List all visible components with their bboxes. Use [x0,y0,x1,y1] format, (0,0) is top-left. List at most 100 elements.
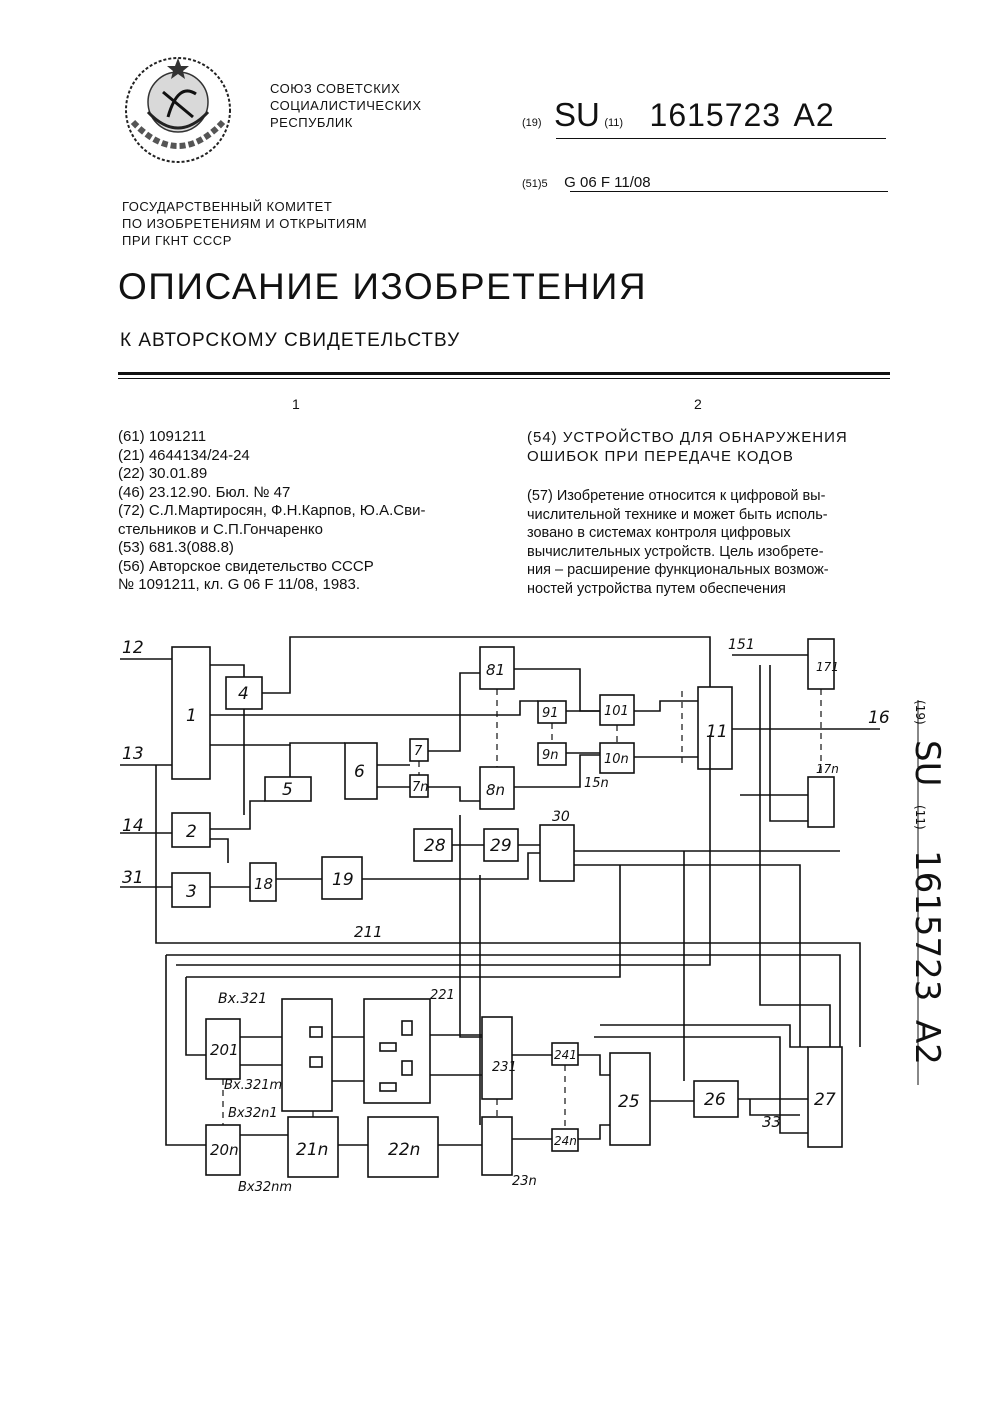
label-b1: 1 [186,706,197,726]
label-b11: 11 [706,722,728,742]
bib-line: (53) 681.3(088.8) [118,539,498,558]
abstract-line: зовано в системах контроля цифровых [527,524,891,543]
label-b24-1: 241 [554,1048,577,1062]
label-b6: 6 [354,762,365,782]
abstract-line: числительной технике и может быть исполь… [527,506,891,525]
label-in32-1: Вх.321 [218,991,267,1007]
label-b7-1: 7 [414,744,423,759]
block-21-1 [282,999,332,1111]
label-b21-n: 21n [296,1140,328,1160]
label-b20-n: 20n [210,1141,239,1159]
side-number: 1615723 [907,850,947,1001]
bib-line: (61) 1091211 [118,428,498,447]
committee-line: ПРИ ГКНТ СССР [122,232,367,249]
bib-line: (46) 23.12.90. Бюл. № 47 [118,484,498,503]
label-in32-nm: Вх32nm [238,1180,292,1195]
label-b20-1: 201 [210,1041,239,1059]
invention-title: (54) УСТРОЙСТВО ДЛЯ ОБНАРУЖЕНИЯ ОШИБОК П… [527,428,848,466]
label-b17-n: 17n [816,762,839,776]
side-patent-label: (19) SU (11) 1615723 A2 [894,700,974,1100]
side-country: SU [907,740,947,786]
label-b10-1: 101 [604,704,629,719]
country-code: SU [554,96,600,133]
label-b30: 30 [552,809,570,825]
block-22-1 [364,999,430,1103]
patent-kind: A2 [794,97,835,133]
union-line: СОЮЗ СОВЕТСКИХ [270,80,422,97]
document-subtitle: К АВТОРСКОМУ СВИДЕТЕЛЬСТВУ [120,330,460,352]
label-15-1: 151 [728,637,755,653]
block-17-n [808,777,834,827]
label-in32-n1: Вх32n1 [228,1106,278,1121]
ipc-code: G 06 F 11/08 [564,174,650,191]
label-b19: 19 [332,870,354,890]
label-b18: 18 [254,875,273,893]
label-b29: 29 [490,836,512,856]
label-b8-1: 81 [486,661,505,679]
block-30 [540,825,574,881]
label-b23-n: 23n [512,1174,537,1189]
patent-number: 1615723 [650,97,782,133]
label-b25: 25 [618,1092,640,1112]
label-b22-n: 22n [388,1140,420,1160]
block-23-n [482,1117,512,1175]
abstract-line: ностей устройства путем обеспечения [527,580,891,599]
ussr-emblem [108,52,248,172]
bib-line: стельников и С.П.Гончаренко [118,521,498,540]
document-title: ОПИСАНИЕ ИЗОБРЕТЕНИЯ [118,266,647,308]
union-line: РЕСПУБЛИК [270,114,422,131]
bib-line: (22) 30.01.89 [118,465,498,484]
separator-rule-bottom [118,378,890,379]
bibliography: (61) 1091211 (21) 4644134/24-24 (22) 30.… [118,428,498,595]
label-b21-1: 211 [354,923,383,941]
separator-rule-top [118,372,890,375]
label-15-n: 15n [584,776,609,791]
label-b3: 3 [186,882,197,902]
column-number-right: 2 [694,396,702,412]
label-b28: 28 [424,836,446,856]
committee-line: ПО ИЗОБРЕТЕНИЯМ И ОТКРЫТИЯМ [122,215,367,232]
label-b17-1: 171 [816,660,839,674]
bib-line: (21) 4644134/24-24 [118,447,498,466]
bib-line: № 1091211, кл. G 06 F 11/08, 1983. [118,576,498,595]
code-11: (11) [604,117,623,129]
abstract-line: вычислительных устройств. Цель изобрете- [527,543,891,562]
side-kind: A2 [907,1020,947,1065]
label-b4: 4 [238,684,249,704]
label-b27: 27 [814,1090,836,1110]
code-51: (51)5 [522,178,548,190]
label-33: 33 [762,1113,781,1131]
union-name: СОЮЗ СОВЕТСКИХ СОЦИАЛИСТИЧЕСКИХ РЕСПУБЛИ… [270,80,422,131]
label-b8-n: 8n [486,781,505,799]
abstract-line: (57) Изобретение относится к цифровой вы… [527,487,891,506]
side-code-11: (11) [913,805,927,830]
column-number-left: 1 [292,396,300,412]
union-line: СОЦИАЛИСТИЧЕСКИХ [270,97,422,114]
label-b5: 5 [282,780,293,800]
abstract: (57) Изобретение относится к цифровой вы… [527,487,891,598]
bib-line: (72) С.Л.Мартиросян, Ф.Н.Карпов, Ю.А.Сви… [118,502,498,521]
label-b2: 2 [186,822,197,842]
block-23-1 [482,1017,512,1099]
invention-title-line: ОШИБОК ПРИ ПЕРЕДАЧЕ КОДОВ [527,447,848,466]
label-b7-n: 7n [412,780,429,795]
committee-name: ГОСУДАРСТВЕННЫЙ КОМИТЕТ ПО ИЗОБРЕТЕНИЯМ … [122,198,367,249]
circuit-diagram: 12 13 14 31 1 2 3 4 5 6 7 7n 81 8n 91 9n… [100,625,890,1215]
label-in31: 31 [122,868,144,888]
invention-title-line: (54) УСТРОЙСТВО ДЛЯ ОБНАРУЖЕНИЯ [527,428,848,447]
patent-id: (19) SU (11) 1615723 A2 [522,96,835,134]
label-in13: 13 [122,744,144,764]
committee-line: ГОСУДАРСТВЕННЫЙ КОМИТЕТ [122,198,367,215]
label-in32-1m: Вх.321m [224,1078,282,1093]
ipc-class: (51)5 G 06 F 11/08 [522,174,651,192]
label-b22-1: 221 [430,988,455,1003]
ipc-underline [570,191,888,192]
label-b9-n: 9n [542,748,559,763]
patent-underline [556,138,886,139]
label-in14: 14 [122,816,144,836]
abstract-line: ния – расширение функциональных возмож- [527,561,891,580]
label-b24-n: 24n [554,1134,577,1148]
label-b10-n: 10n [604,752,629,767]
code-19: (19) [522,117,542,129]
label-out16: 16 [868,708,890,728]
